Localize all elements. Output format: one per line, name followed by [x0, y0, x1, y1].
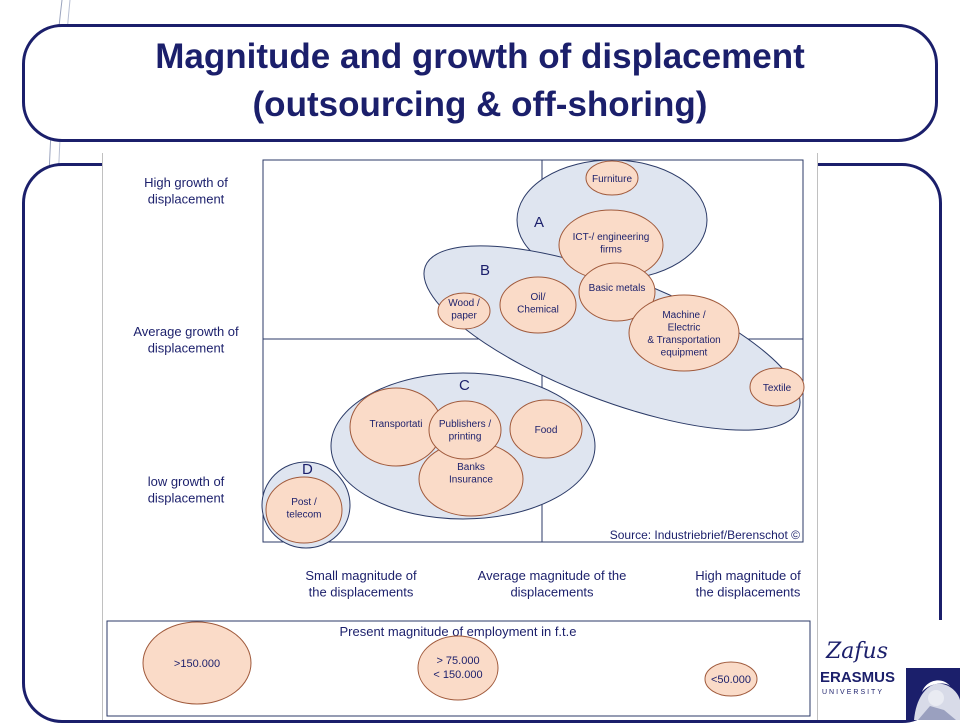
sector-furniture: Furniture [585, 160, 639, 196]
legend-small-label: <50.000 [711, 674, 751, 686]
erasmus-portrait-icon [906, 668, 960, 720]
sector-publishers-printing: Publishers /printing [428, 400, 502, 460]
sector-post-telecom: Post /telecom [265, 476, 343, 544]
sector-wood-label: Wood /paper [448, 298, 480, 322]
sector-textile-label: Textile [763, 383, 792, 394]
sector-basic-metals-label: Basic metals [589, 283, 646, 294]
sector-transportation-label: Transportati [370, 419, 423, 430]
group-c-label: C [459, 377, 470, 394]
legend-medium-label: > 75.000< 150.000 [433, 655, 482, 681]
title-line-2: (outsourcing & off-shoring) [252, 85, 708, 124]
title-line-1: Magnitude and growth of displacement [155, 37, 805, 76]
legend-large-label: >150.000 [174, 658, 220, 670]
group-b-label: B [480, 262, 490, 279]
sector-basic-metals: Basic metals [578, 262, 656, 322]
page-title: Magnitude and growth of displacement (ou… [22, 33, 938, 129]
sector-publishers-label: Publishers /printing [439, 419, 491, 443]
erasmus-university-logo: Zafus ERASMUS UNIVERSITY [818, 620, 960, 720]
sector-transportation: Transportati [349, 387, 443, 467]
sector-wood-paper: Wood /paper [437, 292, 491, 330]
sector-post-label: Post /telecom [286, 497, 321, 521]
sector-furniture-label: Furniture [592, 174, 632, 185]
legend-title: Present magnitude of employment in f.t.e [339, 624, 576, 639]
logo-sub: UNIVERSITY [822, 689, 884, 696]
sector-oil-label: Oil/Chemical [517, 292, 559, 316]
sector-textile: Textile [749, 367, 805, 407]
title-frame [22, 24, 938, 142]
logo-script: Zafus [825, 639, 888, 664]
group-a-label: A [534, 214, 544, 231]
group-d-label: D [302, 461, 313, 478]
logo-name: ERASMUS [820, 669, 895, 686]
sector-food-label: Food [535, 425, 558, 436]
sector-food: Food [509, 399, 583, 459]
legend-small-circle: <50.000 [704, 661, 758, 697]
legend-medium-circle: > 75.000< 150.000 [417, 635, 499, 701]
sector-oil-chemical: Oil/Chemical [499, 276, 577, 334]
source-credit: Source: Industriebrief/Berenschot © [610, 528, 800, 542]
legend-large-circle: >150.000 [142, 621, 252, 705]
